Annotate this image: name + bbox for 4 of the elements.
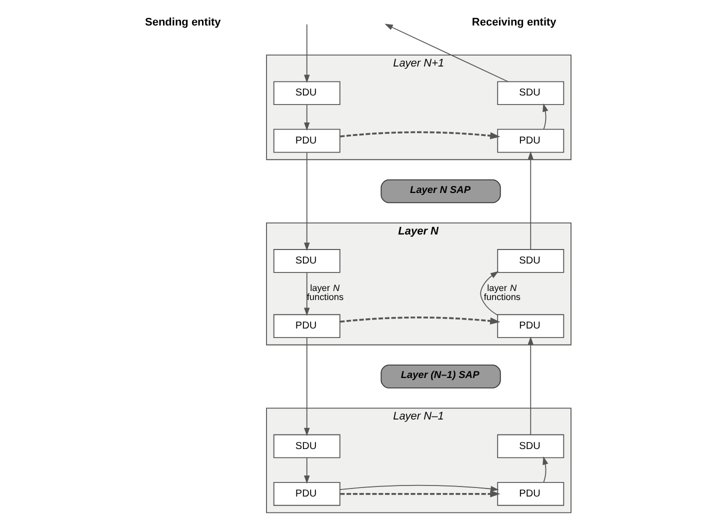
edge-label: layer N functions	[484, 282, 521, 302]
edge-label: layer N functions	[306, 282, 344, 302]
label: Receiving entity	[472, 16, 556, 28]
label: Sending entity	[145, 16, 221, 28]
